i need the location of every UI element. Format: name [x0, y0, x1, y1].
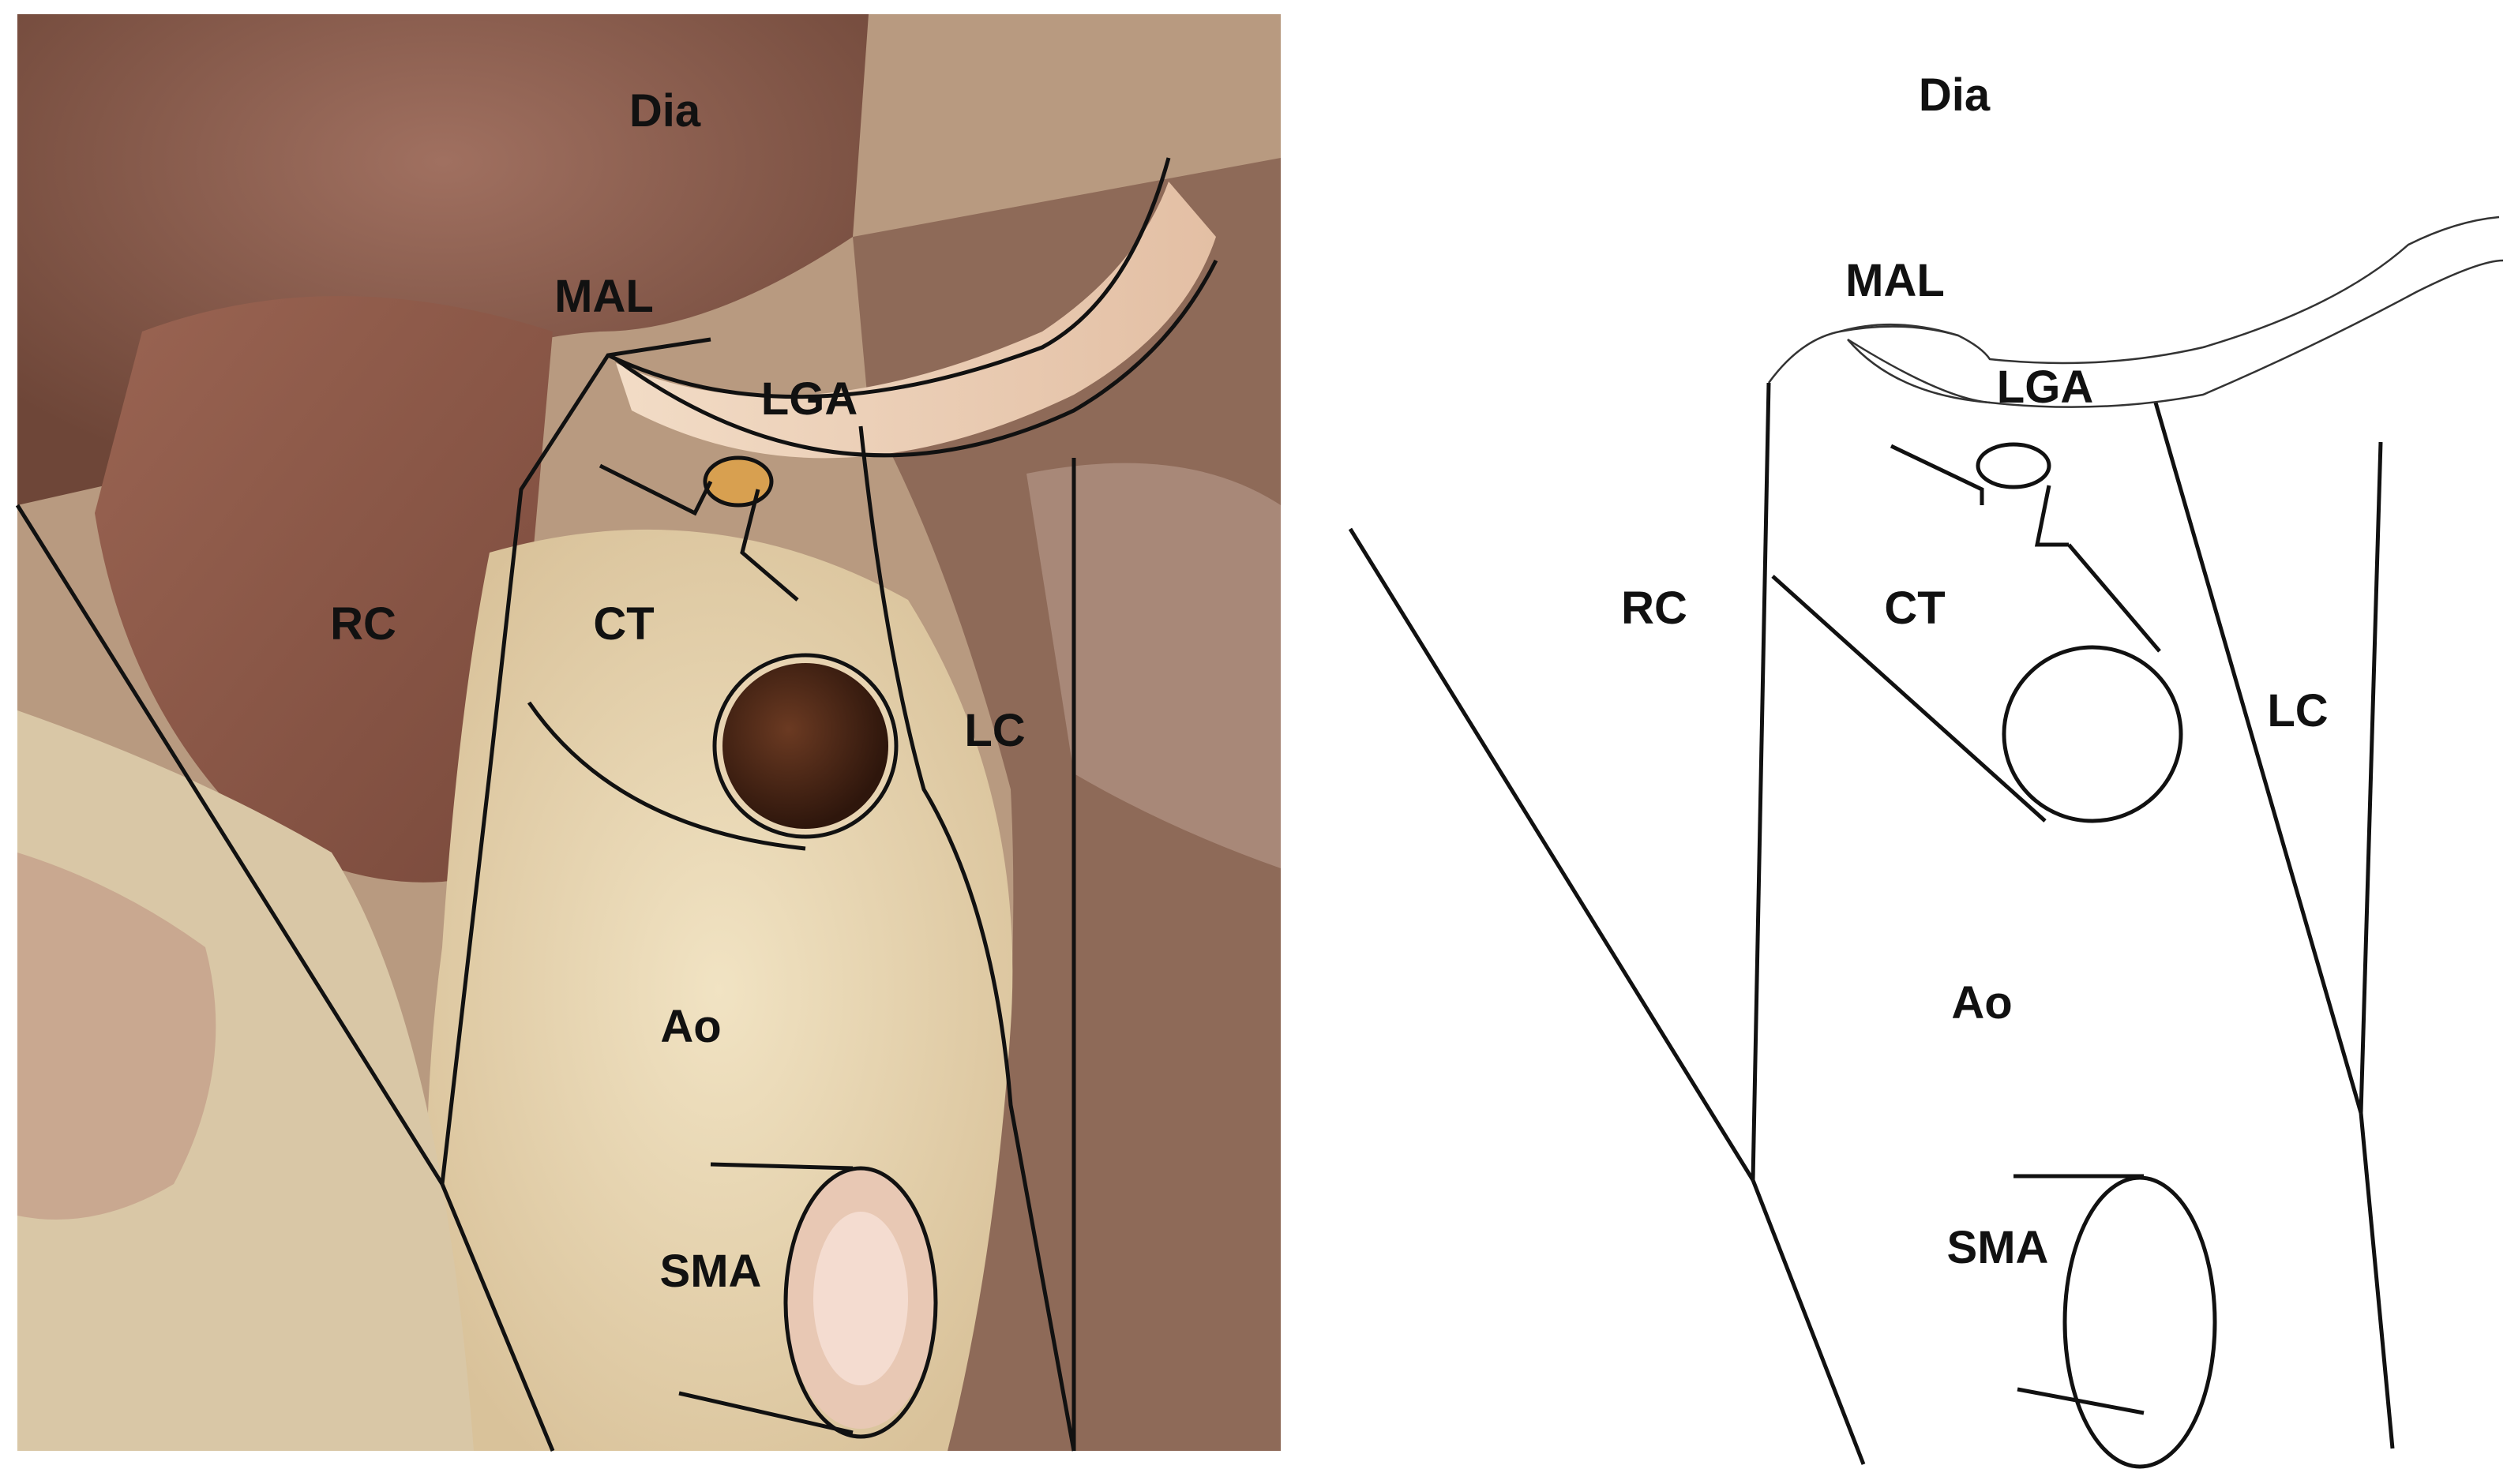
- schematic-sma-bottom-line: [2017, 1387, 2145, 1415]
- photo-label-lc: LC: [964, 705, 1025, 756]
- schematic-branch-lines: [1890, 444, 2069, 547]
- schematic-sma-ellipse: [2062, 1175, 2217, 1469]
- photo-lc-line: [858, 425, 1076, 1452]
- photo-rc-lower-line: [440, 1183, 555, 1452]
- photo-label-ct: CT: [593, 598, 654, 650]
- lga-vessel: [616, 182, 1216, 459]
- schematic-label-ao: Ao: [1951, 977, 2012, 1029]
- photo-label-lga: LGA: [761, 373, 858, 425]
- schematic-left-outer-line: [1348, 527, 1755, 1182]
- photo-branch-lines: [599, 463, 799, 601]
- left-lateral-tissue: [1026, 463, 1281, 868]
- photo-lga-upper-line: [614, 259, 1218, 458]
- schematic-rc-line: [1751, 382, 1771, 1181]
- photo-rc-outer-line: [15, 504, 445, 1186]
- lower-left-tissue: [17, 853, 216, 1220]
- photo-label-ao: Ao: [660, 1001, 721, 1052]
- schematic-lga-curve: [1847, 338, 1991, 404]
- schematic-left-lower-line: [1751, 1179, 1866, 1465]
- schematic-ct-lower-line: [1771, 575, 2047, 823]
- schematic-drawing-panel: Dia MAL LGA RC CT LC Ao SMA: [1295, 0, 2507, 1480]
- photo-sma-top-line: [710, 1162, 854, 1171]
- right-crus-tissue: [95, 296, 553, 883]
- photo-sma-ellipse: [783, 1166, 938, 1439]
- schematic-label-lga: LGA: [1997, 362, 2093, 413]
- schematic-branch-ellipse: [1976, 442, 2051, 489]
- lower-left-fat: [17, 710, 474, 1451]
- schematic-lc-lower-line: [2359, 1112, 2395, 1449]
- schematic-label-lc: LC: [2267, 685, 2328, 736]
- schematic-lc-outer-line: [2359, 441, 2383, 1114]
- schematic-lga-upper: [1847, 259, 2504, 408]
- dissection-photo-panel: Dia MAL LGA RC CT LC Ao SMA: [15, 14, 1281, 1452]
- schematic-label-mal: MAL: [1845, 255, 1945, 306]
- photo-sma-bottom-line: [678, 1391, 854, 1435]
- schematic-ct-upper-line: [2067, 543, 2161, 653]
- schematic-ct-circle: [2002, 645, 2183, 823]
- photo-label-rc: RC: [330, 598, 396, 650]
- schematic-lc-inner-line: [2153, 402, 2363, 1114]
- schematic-label-ct: CT: [1884, 583, 1945, 634]
- schematic-label-sma: SMA: [1947, 1222, 2049, 1273]
- photo-label-dia: Dia: [629, 85, 701, 137]
- dissection-photo: Dia MAL LGA RC CT LC Ao SMA: [15, 14, 1281, 1452]
- schematic-lga-outlines: [1767, 215, 2504, 408]
- photo-mal-line: [440, 337, 711, 1185]
- schematic-outlines: [1348, 382, 2395, 1469]
- schematic-label-dia: Dia: [1919, 69, 1991, 121]
- schematic-drawing: Dia MAL LGA RC CT LC Ao SMA: [1348, 69, 2504, 1469]
- schematic-label-rc: RC: [1621, 583, 1687, 634]
- branch-orifice: [707, 458, 770, 505]
- photo-label-mal: MAL: [554, 271, 654, 322]
- photo-ct-circle: [712, 653, 899, 839]
- photo-lga-lower-line: [606, 157, 1171, 399]
- ct-lumen: [722, 663, 888, 829]
- photo-label-sma: SMA: [660, 1246, 762, 1297]
- photo-ct-lower-line: [527, 701, 806, 851]
- photo-branch-ellipse: [703, 455, 774, 508]
- sma-inner: [813, 1212, 908, 1385]
- photo-outlines: [15, 157, 1218, 1452]
- schematic-mal-top: [1839, 323, 1959, 337]
